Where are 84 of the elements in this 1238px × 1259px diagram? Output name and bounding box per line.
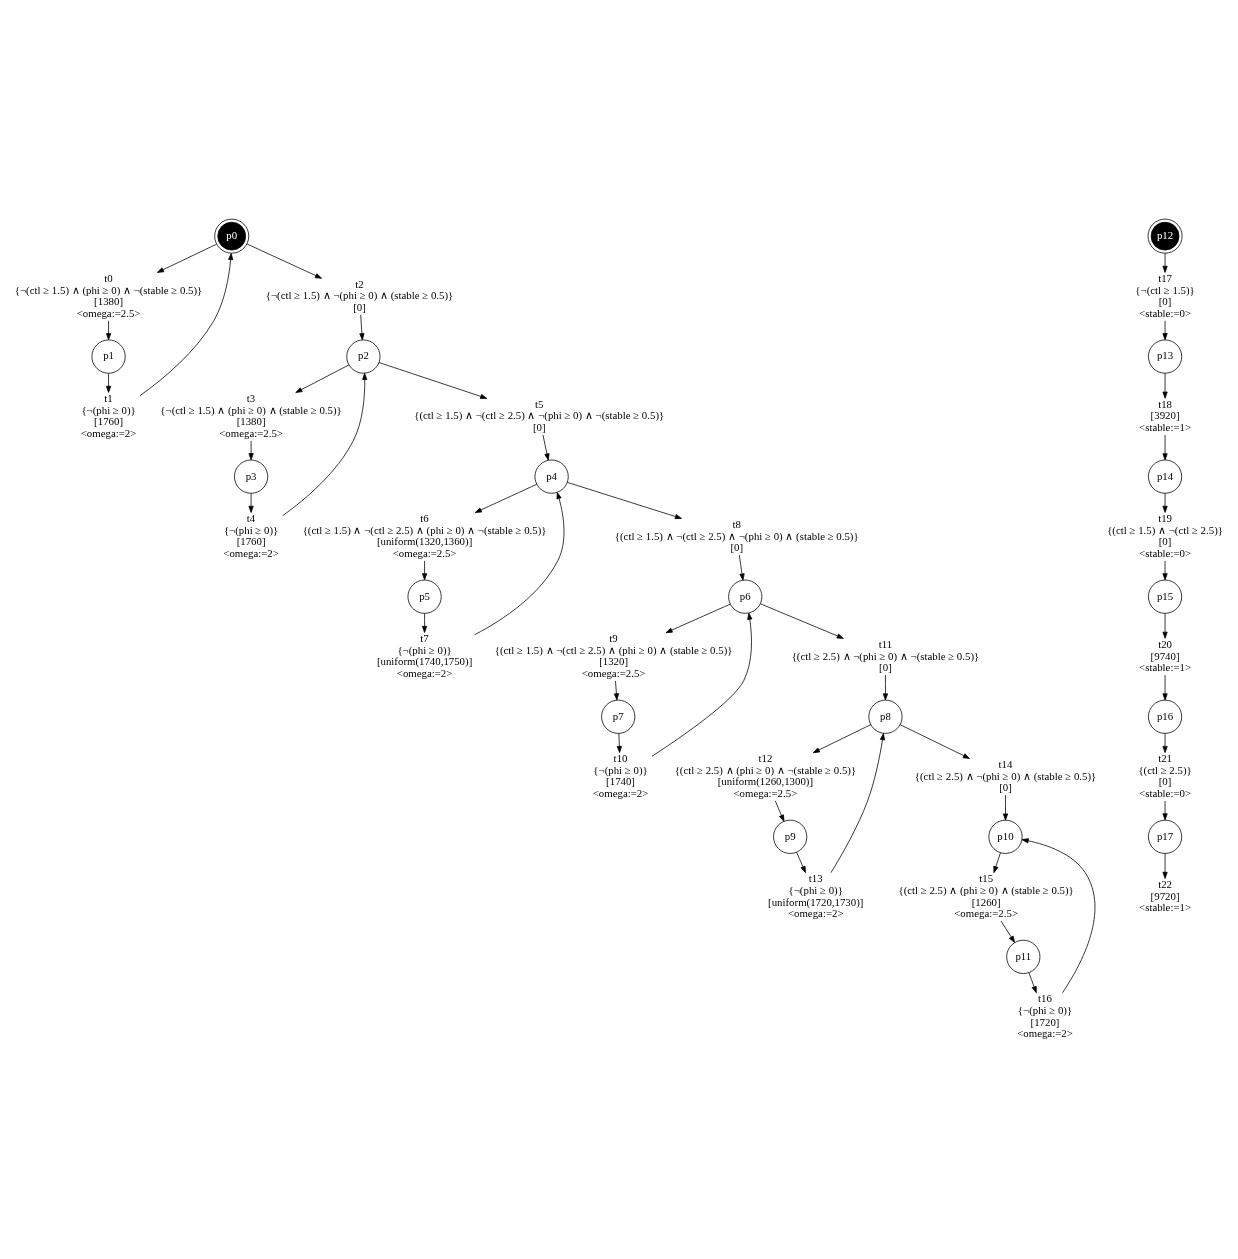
arrow xyxy=(812,723,872,753)
arrow xyxy=(1162,434,1168,460)
arrow xyxy=(474,483,538,513)
node-circle: p15 xyxy=(1148,579,1183,614)
node-text: t21 {(ctl ≥ 2.5)} [0] <stable:=0> xyxy=(1138,751,1192,799)
arrow xyxy=(1162,492,1168,513)
arrow xyxy=(422,612,428,633)
arrow xyxy=(378,361,488,399)
arrow xyxy=(282,372,368,516)
arrow xyxy=(1021,837,1096,993)
arrow xyxy=(830,732,885,873)
node-circle: p8 xyxy=(868,699,903,734)
node-circle: p4 xyxy=(534,459,569,494)
arrow xyxy=(1162,800,1168,820)
arrow xyxy=(422,560,428,580)
arrow xyxy=(1162,852,1168,879)
arrow xyxy=(993,852,1001,873)
arrow xyxy=(248,492,254,513)
arrow xyxy=(106,372,112,393)
node-text: t8 {(ctl ≥ 1.5) ∧ ¬(ctl ≥ 2.5) ∧ ¬(phi ≥ 0) ∧ (stable ≥ 0.5)} [0] xyxy=(614,517,859,553)
arrow xyxy=(248,439,254,460)
arrow xyxy=(738,554,745,581)
node-text: t7 {¬(phi ≥ 0)} [uniform(1740,1750)] <omega:=2> xyxy=(376,631,473,679)
arrow xyxy=(246,243,322,279)
arrow xyxy=(1162,560,1168,580)
node-text: t9 {(ctl ≥ 1.5) ∧ ¬(ctl ≥ 2.5) ∧ (phi ≥ 0) ∧ (stable ≥ 0.5)} [1320] <omega:=2.5> xyxy=(494,631,733,679)
node-text: t15 {(ctl ≥ 2.5) ∧ (phi ≥ 0) ∧ (stable ≥ 0.5)} [1260] <omega:=2.5> xyxy=(898,871,1074,919)
node-circle: p16 xyxy=(1148,699,1183,734)
node-text: t12 {(ctl ≥ 2.5) ∧ (phi ≥ 0) ∧ ¬(stable ≥ 0.5)} [uniform(1260,1300)] <omega:=2.5> xyxy=(674,751,857,799)
node-text: t22 [9720] <stable:=1> xyxy=(1139,877,1192,913)
node-circle: p14 xyxy=(1148,459,1183,494)
node-text: t4 {¬(phi ≥ 0)} [1760] <omega:=2> xyxy=(223,511,279,559)
arrow xyxy=(1028,971,1037,993)
node-text: t16 {¬(phi ≥ 0)} [1720] <omega:=2> xyxy=(1017,991,1073,1039)
node-circle: p9 xyxy=(773,819,808,854)
arrow xyxy=(542,434,550,460)
arrow xyxy=(616,732,622,753)
arrow xyxy=(1162,674,1168,700)
arrow xyxy=(567,481,682,519)
node-text: t20 [9740] <stable:=1> xyxy=(1139,637,1192,673)
node-circle: p5 xyxy=(407,579,442,614)
arrow xyxy=(774,800,785,822)
node-text: t19 {(ctl ≥ 1.5) ∧ ¬(ctl ≥ 2.5)} [0] <stable:=0> xyxy=(1107,511,1223,559)
node-text: t5 {(ctl ≥ 1.5) ∧ ¬(ctl ≥ 2.5) ∧ ¬(phi ≥ 0) ∧ ¬(stable ≥ 0.5)} [0] xyxy=(414,397,665,433)
node-text: t2 {¬(ctl ≥ 1.5) ∧ ¬(phi ≥ 0) ∧ (stable ≥ 0.5)} [0] xyxy=(265,277,454,313)
node-text: t0 {¬(ctl ≥ 1.5) ∧ (phi ≥ 0) ∧ ¬(stable ≥ 0.5)} [1380] <omega:=2.5> xyxy=(14,271,203,319)
node-text: t13 {¬(phi ≥ 0)} [uniform(1720,1730)] <omega:=2> xyxy=(768,871,864,919)
node-circle: p17 xyxy=(1148,819,1183,854)
arrow xyxy=(613,680,619,700)
arrow xyxy=(796,851,806,873)
node-circle: p13 xyxy=(1148,339,1183,374)
arrow xyxy=(1162,372,1168,399)
node-circle: p2 xyxy=(346,339,381,374)
node-circle: p6 xyxy=(728,579,763,614)
arrow xyxy=(474,491,565,635)
arrow xyxy=(1000,920,1015,943)
node-text: t14 {(ctl ≥ 2.5) ∧ ¬(phi ≥ 0) ∧ (stable ≥ 0.5)} [0] xyxy=(914,757,1097,793)
arrow xyxy=(156,243,217,273)
node-text: t3 {¬(ctl ≥ 1.5) ∧ (phi ≥ 0) ∧ (stable ≥ 0.5)} [1380] <omega:=2.5> xyxy=(160,391,342,439)
arrow xyxy=(1162,319,1168,340)
node-text: t1 {¬(phi ≥ 0)} [1760] <omega:=2> xyxy=(80,391,137,439)
node-text: t11 {(ctl ≥ 2.5) ∧ ¬(phi ≥ 0) ∧ ¬(stable ≥ 0.5)} [0] xyxy=(791,637,980,673)
node-text: t6 {(ctl ≥ 1.5) ∧ ¬(ctl ≥ 2.5) ∧ (phi ≥ 0) ∧ ¬(stable ≥ 0.5)} [uniform(1320,1360)] <omega:=2.5> xyxy=(302,511,547,559)
arrow xyxy=(1162,732,1168,753)
arrow xyxy=(106,319,112,340)
arrow xyxy=(295,364,350,393)
arrow xyxy=(1162,612,1168,639)
node-circle: p10 xyxy=(988,819,1023,854)
node-circle: p1 xyxy=(91,339,126,374)
node-text: t18 [3920] <stable:=1> xyxy=(1139,397,1192,433)
arrow xyxy=(1162,252,1168,273)
arrow xyxy=(882,674,888,700)
node-circle: p7 xyxy=(601,699,636,734)
arrow xyxy=(1002,794,1009,820)
arrow xyxy=(665,603,731,633)
arrow xyxy=(651,612,753,757)
node-text: t17 {¬(ctl ≥ 1.5)} [0] <stable:=0> xyxy=(1135,271,1195,319)
arrow xyxy=(139,252,234,396)
arrow xyxy=(359,314,365,340)
node-text: t10 {¬(phi ≥ 0)} [1740] <omega:=2> xyxy=(592,751,649,799)
node-circle: p3 xyxy=(234,459,269,494)
arrow xyxy=(760,602,844,639)
arrow xyxy=(899,723,970,759)
node-circle: p11 xyxy=(1006,939,1041,974)
